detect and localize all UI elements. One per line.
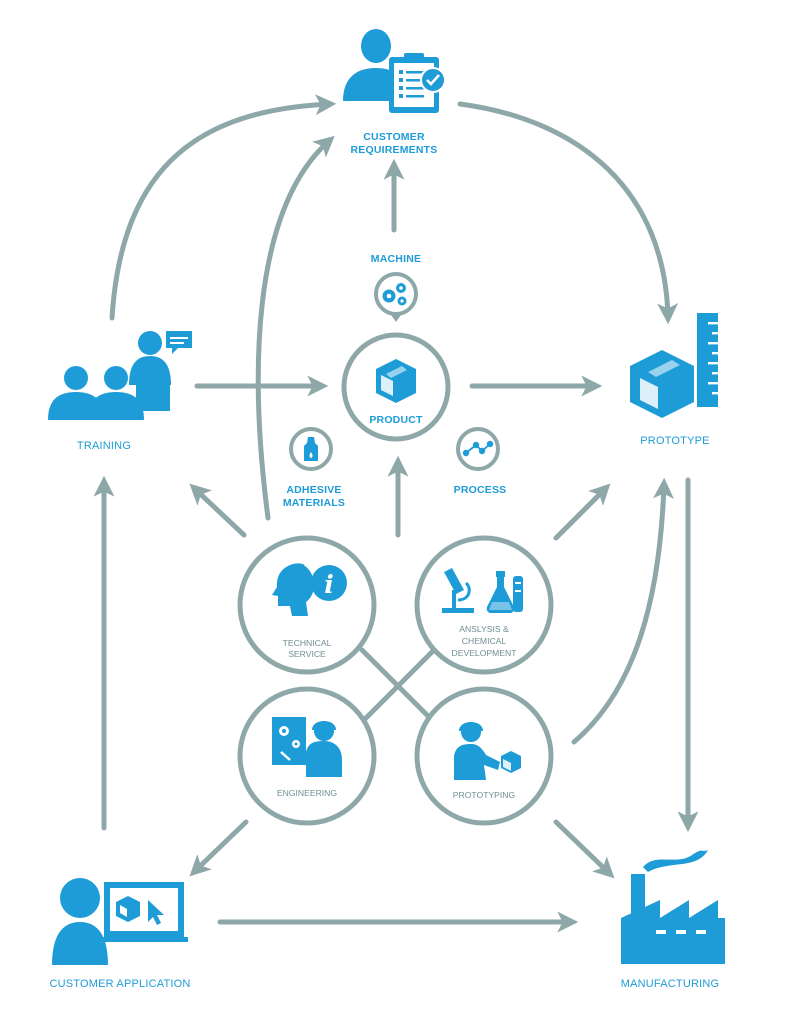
engineering-circle: ENGINEERING: [237, 686, 377, 826]
connectors: [93, 94, 699, 933]
arrow-technical-to-requirements: [255, 135, 335, 521]
process-nodes-icon: [456, 427, 500, 471]
customer-application-node: CUSTOMER APPLICATION: [49, 878, 190, 990]
machine-label: MACHINE: [371, 253, 421, 265]
customer-application-label: CUSTOMER APPLICATION: [49, 978, 190, 990]
training-node: TRAINING: [48, 331, 192, 452]
headset-info-icon: i: [272, 563, 347, 616]
cube-ruler-icon: [630, 313, 718, 418]
training-audience-icon: [48, 331, 192, 420]
arrow-prototyping-to-manufacturing: [553, 819, 615, 879]
product-node: PRODUCT: [341, 332, 451, 442]
process-label: PROCESS: [454, 484, 507, 496]
factory-icon: [621, 850, 725, 964]
gears-icon: [374, 272, 418, 322]
person-computer-icon: [52, 878, 188, 965]
manufacturing-label: MANUFACTURING: [621, 978, 720, 990]
adhesive-materials-label-1: ADHESIVE: [286, 484, 341, 496]
analysis-label-3: DEVELOPMENT: [452, 648, 518, 658]
engineer-gears-icon: [272, 717, 342, 777]
arrow-technical-to-training: [189, 483, 247, 538]
arrow-analysis-to-prototype: [553, 483, 611, 541]
product-label: PRODUCT: [369, 414, 423, 426]
prototype-node: PROTOTYPE: [630, 313, 718, 447]
cube-icon: [376, 359, 416, 403]
person-clipboard-icon: [343, 29, 446, 113]
process-node: PROCESS: [454, 427, 507, 496]
cross-line-b: [359, 647, 437, 725]
arrow-prototyping-to-prototype: [571, 477, 674, 745]
glue-bottle-icon: [289, 427, 333, 471]
machine-node: MACHINE: [371, 253, 421, 322]
arrow-engineering-to-application: [189, 819, 249, 877]
adhesive-materials-label-2: MATERIALS: [283, 497, 345, 509]
microscope-flask-icon: [442, 568, 523, 613]
arrow-requirements-to-prototype: [457, 101, 679, 325]
technical-service-label-1: TECHNICAL: [283, 638, 332, 648]
analysis-label-2: CHEMICAL: [462, 636, 507, 646]
customer-requirements-label-2: REQUIREMENTS: [351, 144, 438, 156]
training-label: TRAINING: [77, 440, 131, 452]
arrow-training-to-requirements: [109, 94, 337, 321]
technical-service-label-2: SERVICE: [288, 649, 326, 659]
analysis-label-1: ANSLYSIS &: [459, 624, 509, 634]
manufacturing-node: MANUFACTURING: [621, 850, 725, 990]
engineering-label: ENGINEERING: [277, 788, 337, 798]
customer-requirements-node: CUSTOMER REQUIREMENTS: [343, 29, 446, 156]
customer-requirements-label-1: CUSTOMER: [363, 131, 425, 143]
prototyping-circle: PROTOTYPING: [414, 686, 554, 826]
technical-service-circle: i TECHNICAL SERVICE: [237, 535, 377, 675]
svg-text:i: i: [324, 570, 334, 599]
prototyping-label: PROTOTYPING: [453, 790, 516, 800]
analysis-circle: ANSLYSIS & CHEMICAL DEVELOPMENT: [414, 535, 554, 675]
prototype-label: PROTOTYPE: [640, 435, 709, 447]
adhesive-materials-node: ADHESIVE MATERIALS: [283, 427, 345, 509]
worker-cube-icon: [454, 722, 521, 780]
